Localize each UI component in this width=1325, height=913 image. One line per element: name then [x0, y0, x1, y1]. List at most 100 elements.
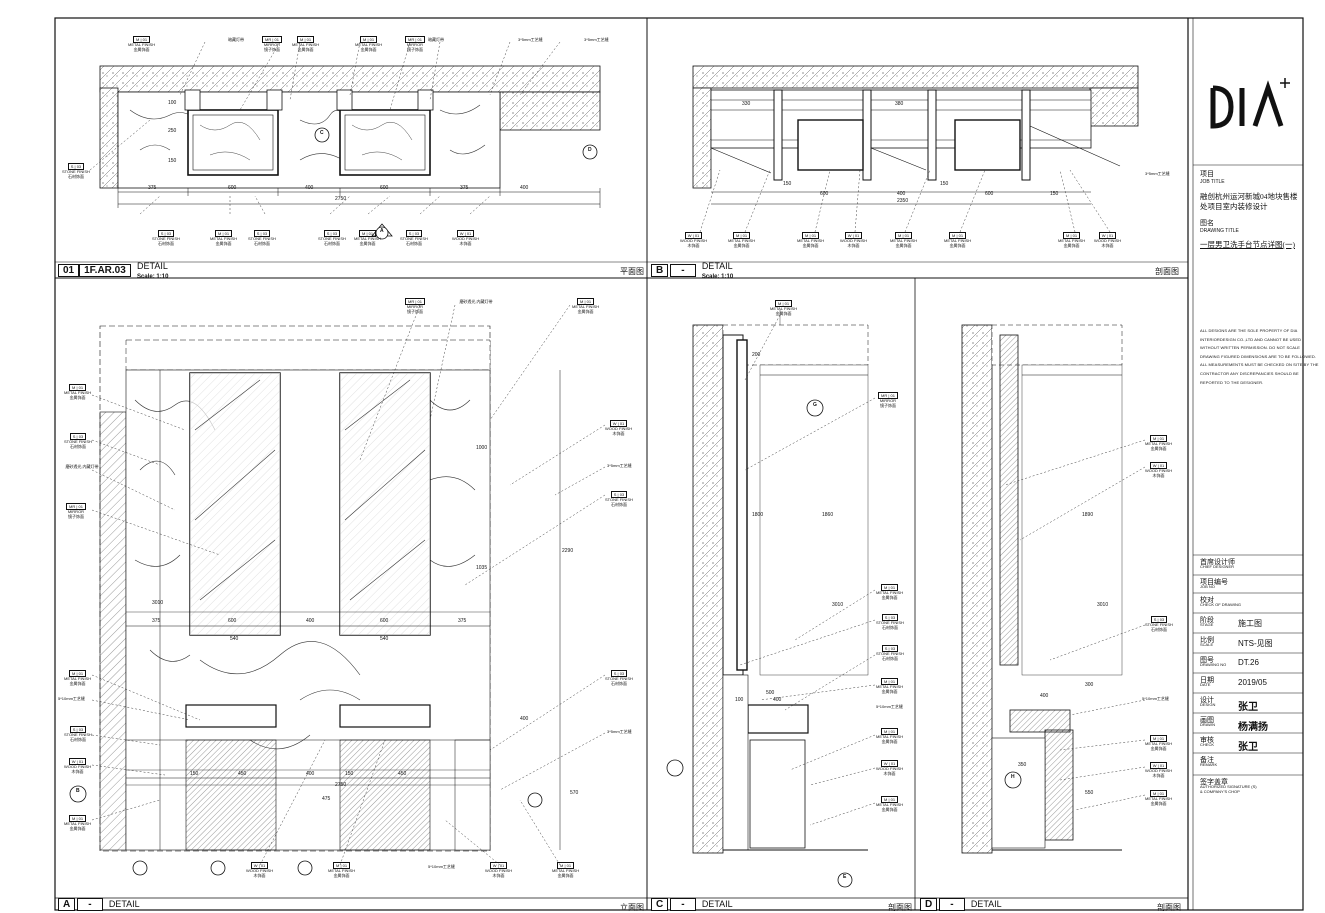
panel-label-c: C- DETAIL	[651, 898, 733, 911]
panel-label-a: A- DETAIL	[58, 898, 140, 911]
panel-code: 01	[58, 264, 80, 278]
row-label-cn: 比例	[1200, 636, 1214, 644]
dim: 150	[940, 181, 949, 187]
section-view-c	[666, 310, 876, 888]
note-groove: 5*10mm工艺缝	[1142, 696, 1169, 701]
dim: 380	[895, 101, 904, 107]
row-label-en: DESIGN	[1200, 702, 1216, 707]
dim: 600	[228, 185, 237, 191]
panel-ref: -	[939, 898, 965, 911]
dim: 400	[1040, 693, 1049, 699]
dim: 1000	[476, 445, 488, 451]
row-label-cn: 项目编号	[1200, 578, 1228, 586]
dim: 330	[742, 101, 751, 107]
panel-code: A	[58, 898, 76, 911]
panel-title: DETAIL	[137, 261, 168, 271]
row-label-en: CHIEF DESIGNER	[1200, 564, 1235, 569]
row-label-en: SCALE	[1200, 642, 1214, 647]
panel-code: C	[651, 898, 669, 911]
dim: 3010	[152, 600, 164, 606]
dim: 400	[773, 697, 782, 703]
dim: 150	[1050, 191, 1059, 197]
row-label-en: DRAWING NO	[1200, 662, 1227, 667]
dim: 375	[152, 618, 161, 624]
row-label-cn: 日期	[1200, 676, 1214, 684]
dim: 500	[766, 690, 775, 696]
section-view-b	[692, 65, 1139, 233]
row-label-cn: 备注	[1200, 756, 1214, 764]
dia-logo	[1210, 78, 1290, 129]
row-value: DT.26	[1238, 658, 1259, 667]
dim: 540	[380, 636, 389, 642]
row-label-en: CHECK	[1200, 742, 1215, 747]
dim: 550	[1085, 790, 1094, 796]
dim: 150	[345, 771, 354, 777]
row-value: 杨满扬	[1238, 722, 1268, 733]
dim: 400	[306, 771, 315, 777]
panel-scale: Scale: 1:10	[137, 274, 169, 280]
dim: 600	[380, 618, 389, 624]
dim: 375	[458, 618, 467, 624]
row-label-en: JOB NO	[1200, 584, 1215, 589]
dim: 3010	[832, 602, 844, 608]
note-groove: 5*10mm工艺缝	[58, 696, 85, 701]
dim: 600	[228, 618, 237, 624]
note-groove: 5*10mm工艺缝	[428, 864, 455, 869]
dim: 2750	[335, 196, 347, 202]
dim: 150	[190, 771, 199, 777]
row-label-cn: 画图	[1200, 716, 1214, 724]
row-label-cn: 校对	[1200, 596, 1214, 604]
dim: 250	[168, 128, 177, 134]
row-label-en: DATE	[1200, 682, 1211, 687]
note-groove: 3*5mm工艺缝	[518, 37, 543, 42]
panel-label-d: D- DETAIL	[920, 898, 1002, 911]
marker-b: B	[76, 788, 80, 794]
row-value: 张卫	[1238, 742, 1258, 753]
dim: 3010	[1097, 602, 1109, 608]
panel-ref: -	[670, 898, 696, 911]
row-value: 2019/05	[1238, 678, 1267, 687]
dim: 600	[380, 185, 389, 191]
dim: 100	[168, 100, 177, 106]
marker-a: A	[380, 228, 384, 234]
project-label: 项目 JOB TITLE	[1200, 171, 1225, 185]
panel-code: B	[651, 264, 669, 278]
panel-title: DETAIL	[970, 899, 1002, 910]
copyright-note: ALL DESIGNS ARE THE SOLE PROPERTY OF DIA…	[1200, 328, 1319, 385]
row-label-en: CHECK OF DRAWING	[1200, 602, 1241, 607]
dim: 375	[460, 185, 469, 191]
